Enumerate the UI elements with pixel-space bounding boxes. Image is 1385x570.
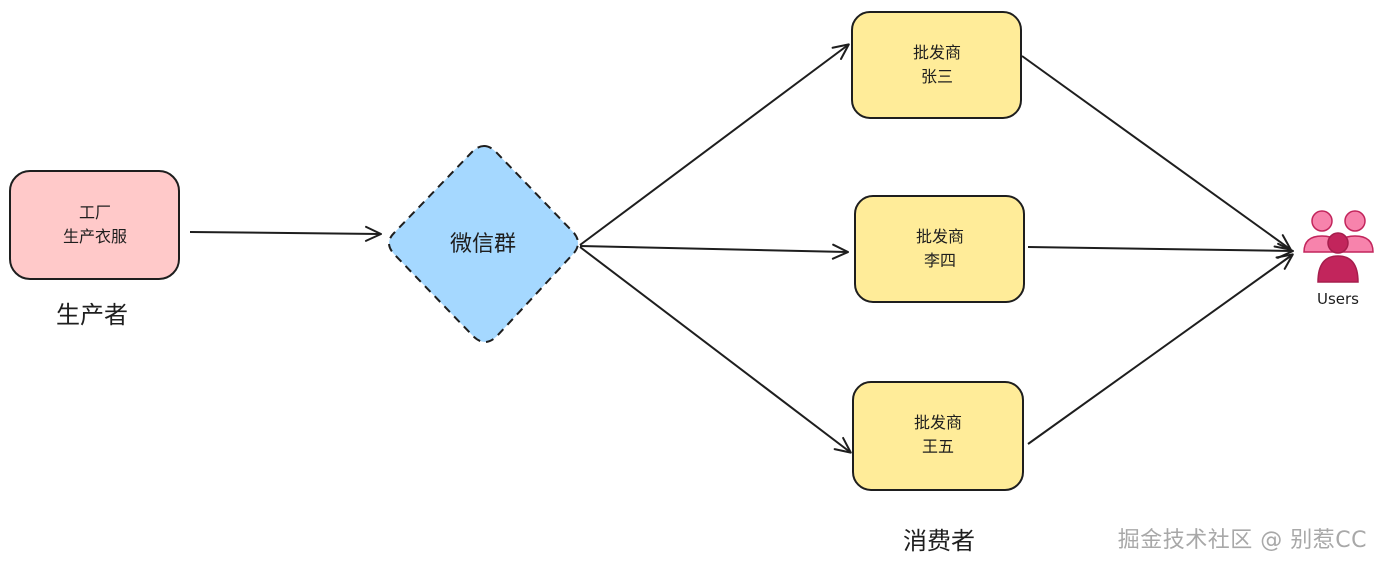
edge-wechat-to-wholesaler-1 [579,43,850,246]
factory-title: 工厂 [79,203,111,222]
users-label: Users [1317,290,1359,308]
consumer-label: 消费者 [903,527,975,555]
wholesaler-3-role: 批发商 [914,413,962,432]
wechat-group-node: 微信群 [388,144,579,343]
users-node: Users [1303,210,1374,308]
edge-wholesaler-3-to-users [1027,253,1294,445]
wholesaler-node-3: 批发商 王五 [852,381,1024,491]
edge-factory-to-wechat [189,225,382,242]
wholesaler-box-1 [851,11,1022,119]
edge-wholesaler-2-to-users [1027,242,1294,259]
edge-wechat-to-wholesaler-2 [579,243,849,260]
wholesaler-box-3 [852,381,1024,491]
factory-box [9,170,180,280]
wholesaler-box-2 [854,195,1025,303]
wholesaler-1-role: 批发商 [913,43,961,62]
wholesaler-node-2: 批发商 李四 [854,195,1025,303]
wholesaler-2-name: 李四 [924,251,956,270]
wholesaler-2-role: 批发商 [916,227,964,246]
wholesaler-node-1: 批发商 张三 [851,11,1022,119]
wechat-group-label: 微信群 [450,232,516,257]
edges [189,43,1294,454]
edge-wechat-to-wholesaler-3 [579,246,852,454]
producer-label: 生产者 [56,301,128,329]
factory-node: 工厂 生产衣服 [9,170,180,280]
watermark: 掘金技术社区 @ 别惹CC [1117,528,1367,553]
wechat-group-diamond [388,144,579,343]
wholesaler-3-name: 王五 [922,437,954,456]
factory-subtitle: 生产衣服 [63,227,127,246]
edge-wholesaler-1-to-users [1021,55,1292,251]
users-icon [1303,210,1374,283]
wholesaler-1-name: 张三 [921,67,953,86]
